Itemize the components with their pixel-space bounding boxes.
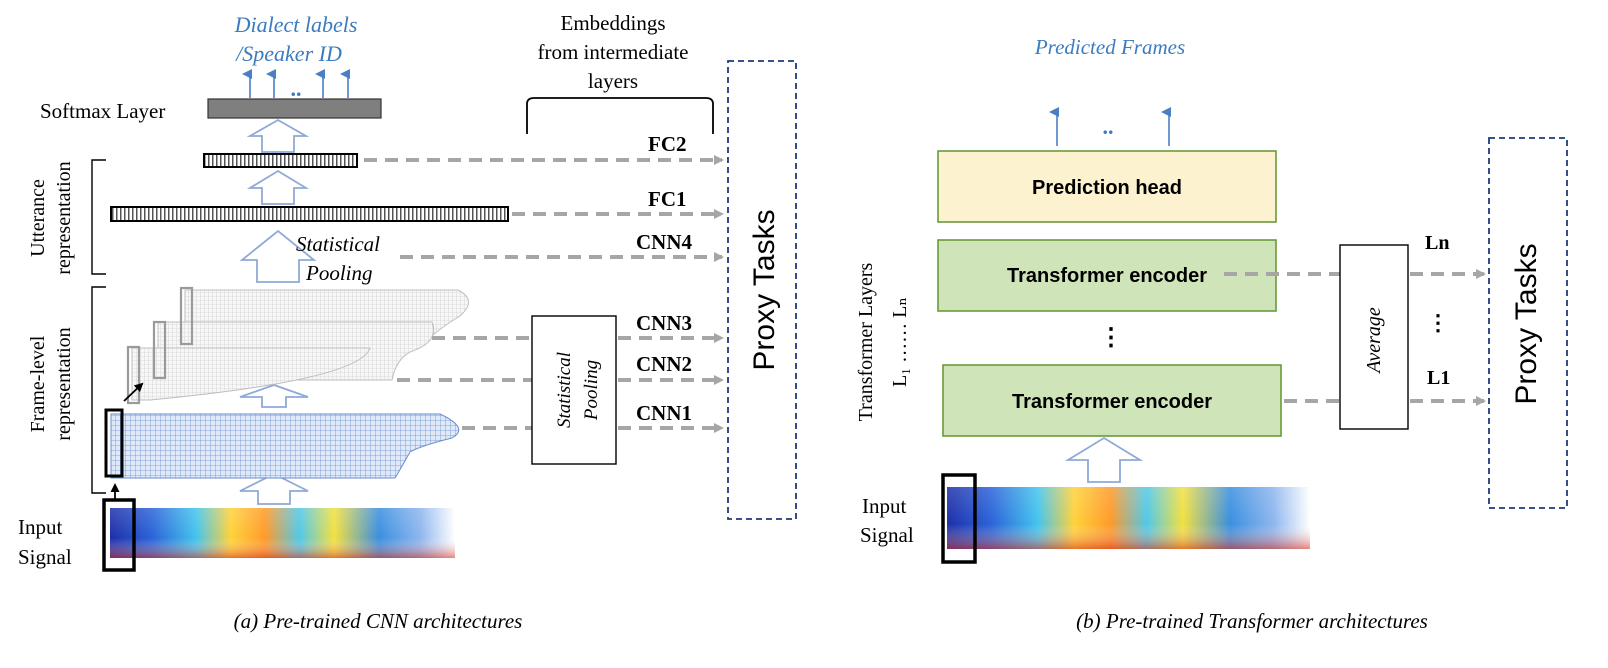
layer-label-cnn2: CNN2 [636,352,692,376]
layer-label-cnn1: CNN1 [636,401,692,425]
layer-label-cnn4: CNN4 [636,230,692,254]
average-box [1339,244,1409,430]
stat-pooling-label-2: Pooling [305,261,373,285]
layer-label-cnn3: CNN3 [636,311,692,335]
fc2-layer [203,153,358,168]
transformer-encoder-bottom [942,364,1282,437]
embeddings-brace [526,97,714,134]
frame-level-bracket [91,286,106,494]
kernel-arrow [123,382,144,402]
layer-label-l1: L1 [1427,367,1450,389]
transformer-layers-range: L₁ …… Lₙ [889,297,911,387]
layer-dots: ⋮ [1427,310,1449,335]
encoder-vdots: ⋮ [1099,325,1123,351]
input-window-right [941,473,977,564]
kernel-cnn3 [179,286,194,346]
proxy-tasks-label-right: Proxy Tasks [1510,243,1543,404]
output-arrows [242,69,350,98]
feature-map-cnn-base [131,347,371,401]
proxy-tasks-label-left: Proxy Tasks [748,209,781,370]
input-window-left [102,498,136,572]
transformer-panel: Predicted Frames .. Prediction head Tran… [855,35,1568,633]
utterance-label-1: Utterance [27,179,49,257]
input-label-left-1: Input [18,515,62,539]
predicted-arrows [1049,107,1171,146]
hollow-arrows [239,118,317,505]
hollow-arrow-right [1064,436,1144,483]
proxy-tasks-box-left [727,60,797,520]
transformer-encoder-bottom-label: Transformer encoder [1012,391,1212,413]
embeddings-header-1: Embeddings [561,11,666,35]
layer-label-fc1: FC1 [648,187,687,211]
utterance-bracket [91,159,106,275]
caption-left: (a) Pre-trained CNN architectures [234,609,523,633]
frame-label-1: Frame-level [27,335,49,432]
layer-label-ln: Ln [1425,232,1449,254]
kernel-cnn2 [152,320,167,380]
input-label-left-2: Signal [18,545,72,569]
softmax-layer [207,98,382,119]
fc1-layer [110,206,509,222]
output-dots: .. [291,76,302,101]
stat-pooling-label-1: Statistical [296,232,380,256]
softmax-label: Softmax Layer [40,99,165,123]
kernel-cnn1 [104,408,124,478]
output-label-speaker: /Speaker ID [234,41,342,66]
stat-pooling-box [531,315,617,465]
stat-pooling-box-label-1: Statistical [554,352,575,428]
input-label-right-1: Input [862,494,906,518]
transformer-encoder-top-label: Transformer encoder [1007,265,1207,287]
utterance-label-2: representation [53,161,75,274]
stat-pooling-box-label-2: Pooling [581,360,602,421]
transformer-layers-label: Transformer Layers [855,262,877,421]
input-spectrogram-left [110,508,455,558]
caption-right: (b) Pre-trained Transformer architecture… [1076,609,1428,633]
layer-label-fc2: FC2 [648,132,687,156]
cnn-panel: Dialect labels /Speaker ID .. Softmax La… [18,11,797,633]
transformer-embedding-arrows [1224,269,1486,406]
predicted-dots: .. [1103,114,1114,139]
prediction-head [937,150,1277,223]
output-label-dialect: Dialect labels [234,12,358,37]
kernel-cnn-base [126,345,141,405]
predicted-frames-label: Predicted Frames [1034,35,1185,59]
input-label-right-2: Signal [860,523,914,547]
average-label: Average [1363,307,1385,375]
embeddings-header-3: layers [588,69,638,93]
prediction-head-label: Prediction head [1032,177,1182,199]
proxy-tasks-box-right [1488,137,1568,509]
input-spectrogram-right [947,487,1310,549]
frame-label-2: representation [53,327,75,440]
embeddings-header-2: from intermediate [537,40,688,64]
embedding-arrows [364,155,724,433]
feature-map-cnn1 [110,413,460,479]
